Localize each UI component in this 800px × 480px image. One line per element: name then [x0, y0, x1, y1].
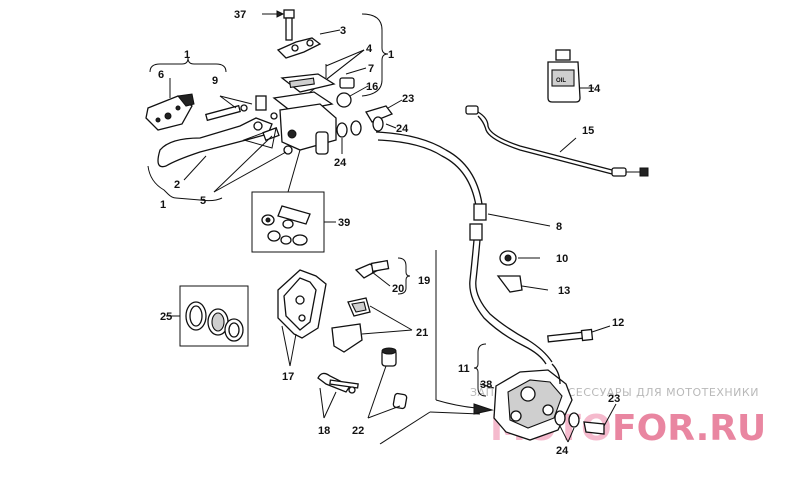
oil-bottle-14: OIL	[547, 49, 594, 103]
callout-17: 17	[282, 371, 294, 383]
callout-1-lever-bot: 1	[160, 199, 166, 211]
clip-13	[496, 275, 549, 293]
callout-21: 21	[416, 327, 428, 339]
callout-15: 15	[582, 125, 594, 137]
oil-bottle-label: OIL	[556, 78, 566, 84]
bleeder-19-20	[354, 257, 411, 295]
callout-24-left: 24	[334, 157, 347, 169]
callout-11: 11	[458, 363, 470, 375]
callout-37: 37	[234, 9, 246, 21]
callout-7: 7	[368, 63, 374, 75]
callout-23-top: 23	[402, 93, 414, 105]
clip-10	[499, 250, 540, 266]
callout-39: 39	[338, 217, 350, 229]
caliper-38	[479, 363, 617, 443]
callout-16: 16	[366, 81, 378, 93]
callout-12: 12	[612, 317, 624, 329]
bolt-37	[262, 9, 295, 41]
callout-2: 2	[174, 179, 180, 191]
callout-20: 20	[392, 283, 404, 295]
callout-38: 38	[480, 379, 492, 391]
lever-assembly	[145, 57, 293, 202]
callout-6: 6	[158, 69, 164, 81]
callout-13: 13	[558, 285, 570, 297]
callout-4: 4	[366, 43, 373, 55]
callout-1-top: 1	[388, 49, 394, 61]
exploded-pointers	[379, 250, 494, 445]
callout-labels: 37 3 4 1 7 16 23 24 24 1 6 9 2 5 1 39 14…	[158, 9, 624, 457]
callout-5: 5	[200, 195, 206, 207]
watermark-logo-right: FOR.RU	[612, 408, 766, 449]
brake-pads-21	[331, 297, 413, 353]
piston-kit-39	[251, 149, 336, 253]
callout-23-bot: 23	[608, 393, 620, 405]
callout-19: 19	[418, 275, 430, 287]
clamp-3	[276, 29, 341, 59]
callout-1-lever-top: 1	[184, 49, 190, 61]
callout-8: 8	[556, 221, 562, 233]
callout-24-bot: 24	[556, 445, 569, 457]
master-cylinder-assembly	[262, 9, 403, 155]
callout-14: 14	[588, 83, 601, 95]
callout-10: 10	[556, 253, 568, 265]
brake-hose-8	[375, 131, 553, 365]
bushings-22	[367, 347, 408, 419]
callout-22: 22	[352, 425, 364, 437]
brake-switch-wire-15	[465, 105, 649, 177]
brace-11	[473, 343, 487, 397]
callout-3: 3	[340, 25, 346, 37]
callout-24-right: 24	[396, 123, 409, 135]
callout-18: 18	[318, 425, 330, 437]
pins-18	[317, 372, 359, 419]
bolt-12	[547, 325, 611, 343]
callout-25: 25	[160, 311, 172, 323]
caliper-bracket-17	[277, 269, 327, 367]
callout-9: 9	[212, 75, 218, 87]
seal-kit-25	[166, 285, 249, 347]
